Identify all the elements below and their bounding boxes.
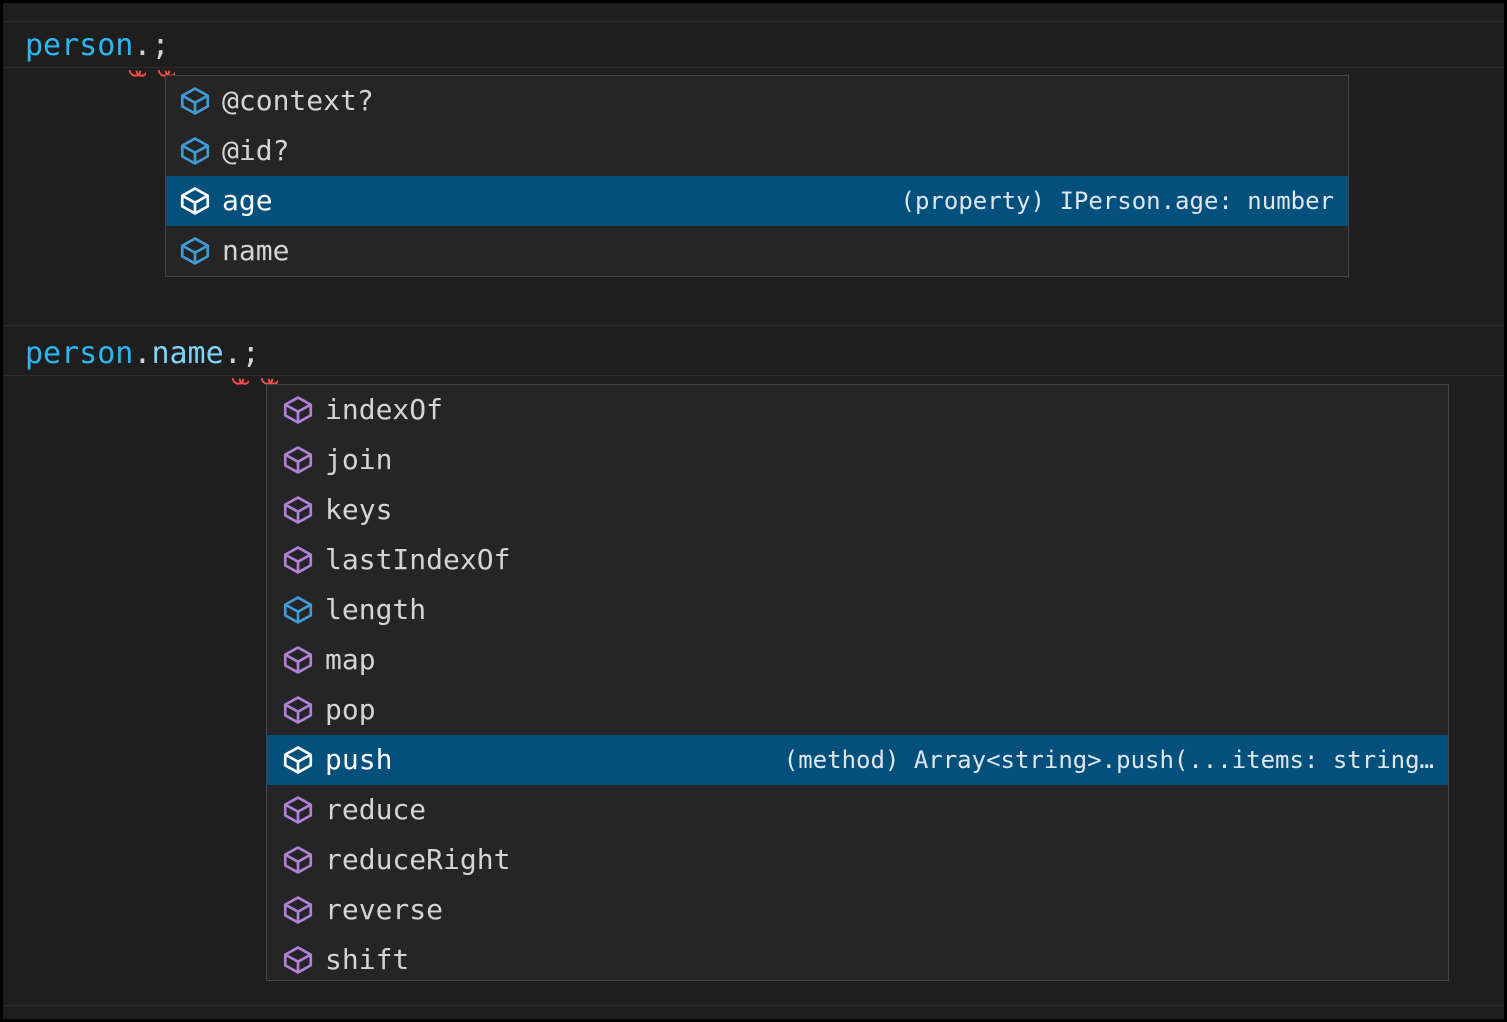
completion-item-label: keys [325,493,393,526]
method-cube-icon [283,846,313,874]
method-cube-icon [283,696,313,724]
method-cube-icon [283,496,313,524]
editor-band [3,1005,1504,1006]
completion-item-label: reduceRight [325,843,511,876]
completion-item[interactable]: pop [267,685,1448,735]
token-punctuation: . [133,336,152,371]
completion-item-label: map [325,643,376,676]
completion-item[interactable]: @id? [166,126,1348,176]
completion-item[interactable]: @context? [166,76,1348,126]
method-cube-icon [283,546,313,574]
completion-item-label: join [325,443,393,476]
editor-band [3,375,1504,376]
property-cube-icon [180,187,210,215]
token-identifier: person [25,336,134,371]
property-cube-icon [180,137,210,165]
editor-surface: person.; @context? @id? [3,3,1504,1019]
method-cube-icon [283,396,313,424]
completion-item[interactable]: reduceRight [267,835,1448,885]
completion-item-label: push [325,743,393,776]
method-cube-icon [283,896,313,924]
completion-item-label: shift [325,943,410,976]
completion-item-label: @id? [222,134,290,167]
token-punctuation: . [223,336,242,371]
completion-item-label: length [325,593,427,626]
token-identifier: person [25,28,134,63]
completion-item-detail: (method) Array<string>.push(...items: st… [783,746,1434,774]
completion-item[interactable]: indexOf [267,385,1448,435]
completion-item[interactable]: lastIndexOf [267,535,1448,585]
completion-item-label: pop [325,693,376,726]
property-cube-icon [283,596,313,624]
completion-item[interactable]: reduce [267,785,1448,835]
completion-item-selected[interactable]: push (method) Array<string>.push(...item… [267,735,1448,785]
completion-item[interactable]: reverse [267,885,1448,935]
completion-item[interactable]: map [267,635,1448,685]
code-line-1[interactable]: person.; [25,29,170,63]
editor-band [3,67,1504,68]
completion-list-person[interactable]: @context? @id? age (property) IPerson.ag… [165,75,1349,277]
completion-item-detail: (property) IPerson.age: number [900,187,1334,215]
completion-item[interactable]: keys [267,485,1448,535]
completion-item-label: name [222,234,290,267]
completion-item-label: reduce [325,793,427,826]
property-cube-icon [180,87,210,115]
completion-item[interactable]: join [267,435,1448,485]
method-cube-icon [283,646,313,674]
completion-item[interactable]: length [267,585,1448,635]
method-cube-icon [283,446,313,474]
completion-item[interactable]: name [166,226,1348,276]
method-cube-icon [283,946,313,974]
property-cube-icon [180,237,210,265]
completion-item-selected[interactable]: age (property) IPerson.age: number [166,176,1348,226]
token-punctuation: ; [241,336,260,371]
completion-list-person-name[interactable]: indexOf join keys [266,384,1449,981]
editor-band [3,21,1504,22]
completion-item-label: lastIndexOf [325,543,511,576]
code-line-2[interactable]: person.name.; [25,337,260,371]
editor-band [3,325,1504,326]
method-cube-icon [283,796,313,824]
method-cube-icon [283,746,313,774]
completion-item-label: reverse [325,893,444,926]
completion-item-label: age [222,184,273,217]
completion-item-label: @context? [222,84,374,117]
completion-item-label: indexOf [325,393,444,426]
error-squiggle [231,377,249,386]
token-property: name [151,336,224,371]
token-punctuation: ; [151,28,170,63]
token-punctuation: . [133,28,152,63]
completion-item[interactable]: shift [267,935,1448,980]
error-squiggle [128,69,146,78]
